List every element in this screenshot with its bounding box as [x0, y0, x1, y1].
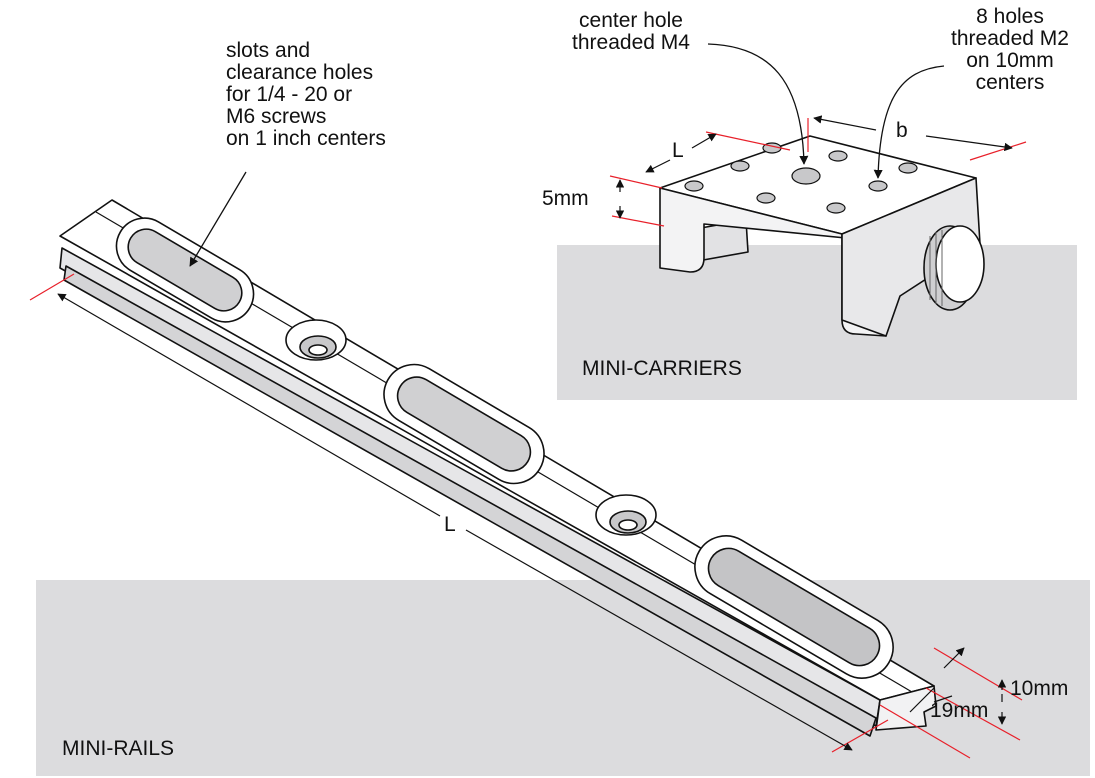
rail-slot: [115, 217, 255, 323]
mini-carrier: [659, 135, 985, 337]
slots-note-label: slots and clearance holes for 1/4 - 20 o…: [226, 39, 386, 150]
carrier-m2-holes: [684, 142, 918, 214]
rail-length-label: L: [444, 513, 456, 536]
rail-slot: [383, 363, 545, 485]
carrier-knob: [923, 225, 985, 311]
carrier-width-label: b: [896, 119, 908, 142]
rail-clearance-hole: [595, 494, 657, 536]
carrier-height-label: 5mm: [542, 187, 589, 210]
rail-panel: [36, 580, 1090, 776]
rail-clearance-hole: [285, 319, 347, 361]
mini-rails-label: MINI-RAILS: [62, 737, 175, 760]
eight-holes-leader: [873, 65, 945, 179]
carrier-length-label: L: [672, 139, 684, 162]
carrier-panel: [557, 245, 1077, 400]
rail-slot: [694, 535, 894, 679]
rail-dimensions: [29, 273, 1023, 759]
slots-leader: [189, 171, 247, 267]
eight-holes-label: 8 holes threaded M2 on 10mm centers: [951, 5, 1069, 94]
carrier-side-face: [841, 177, 981, 337]
carrier-m4-hole: [791, 167, 821, 185]
mini-rail: [59, 199, 937, 737]
center-hole-leader: [707, 43, 809, 165]
mini-carriers-label: MINI-CARRIERS: [582, 357, 742, 380]
carrier-dimensions: [609, 115, 1027, 227]
center-hole-label: center hole threaded M4: [572, 9, 690, 54]
rail-width-label: 19mm: [930, 699, 989, 722]
rail-height-label: 10mm: [1010, 677, 1069, 700]
rail-end-face: [875, 685, 937, 731]
rail-base-lip: [63, 265, 877, 737]
